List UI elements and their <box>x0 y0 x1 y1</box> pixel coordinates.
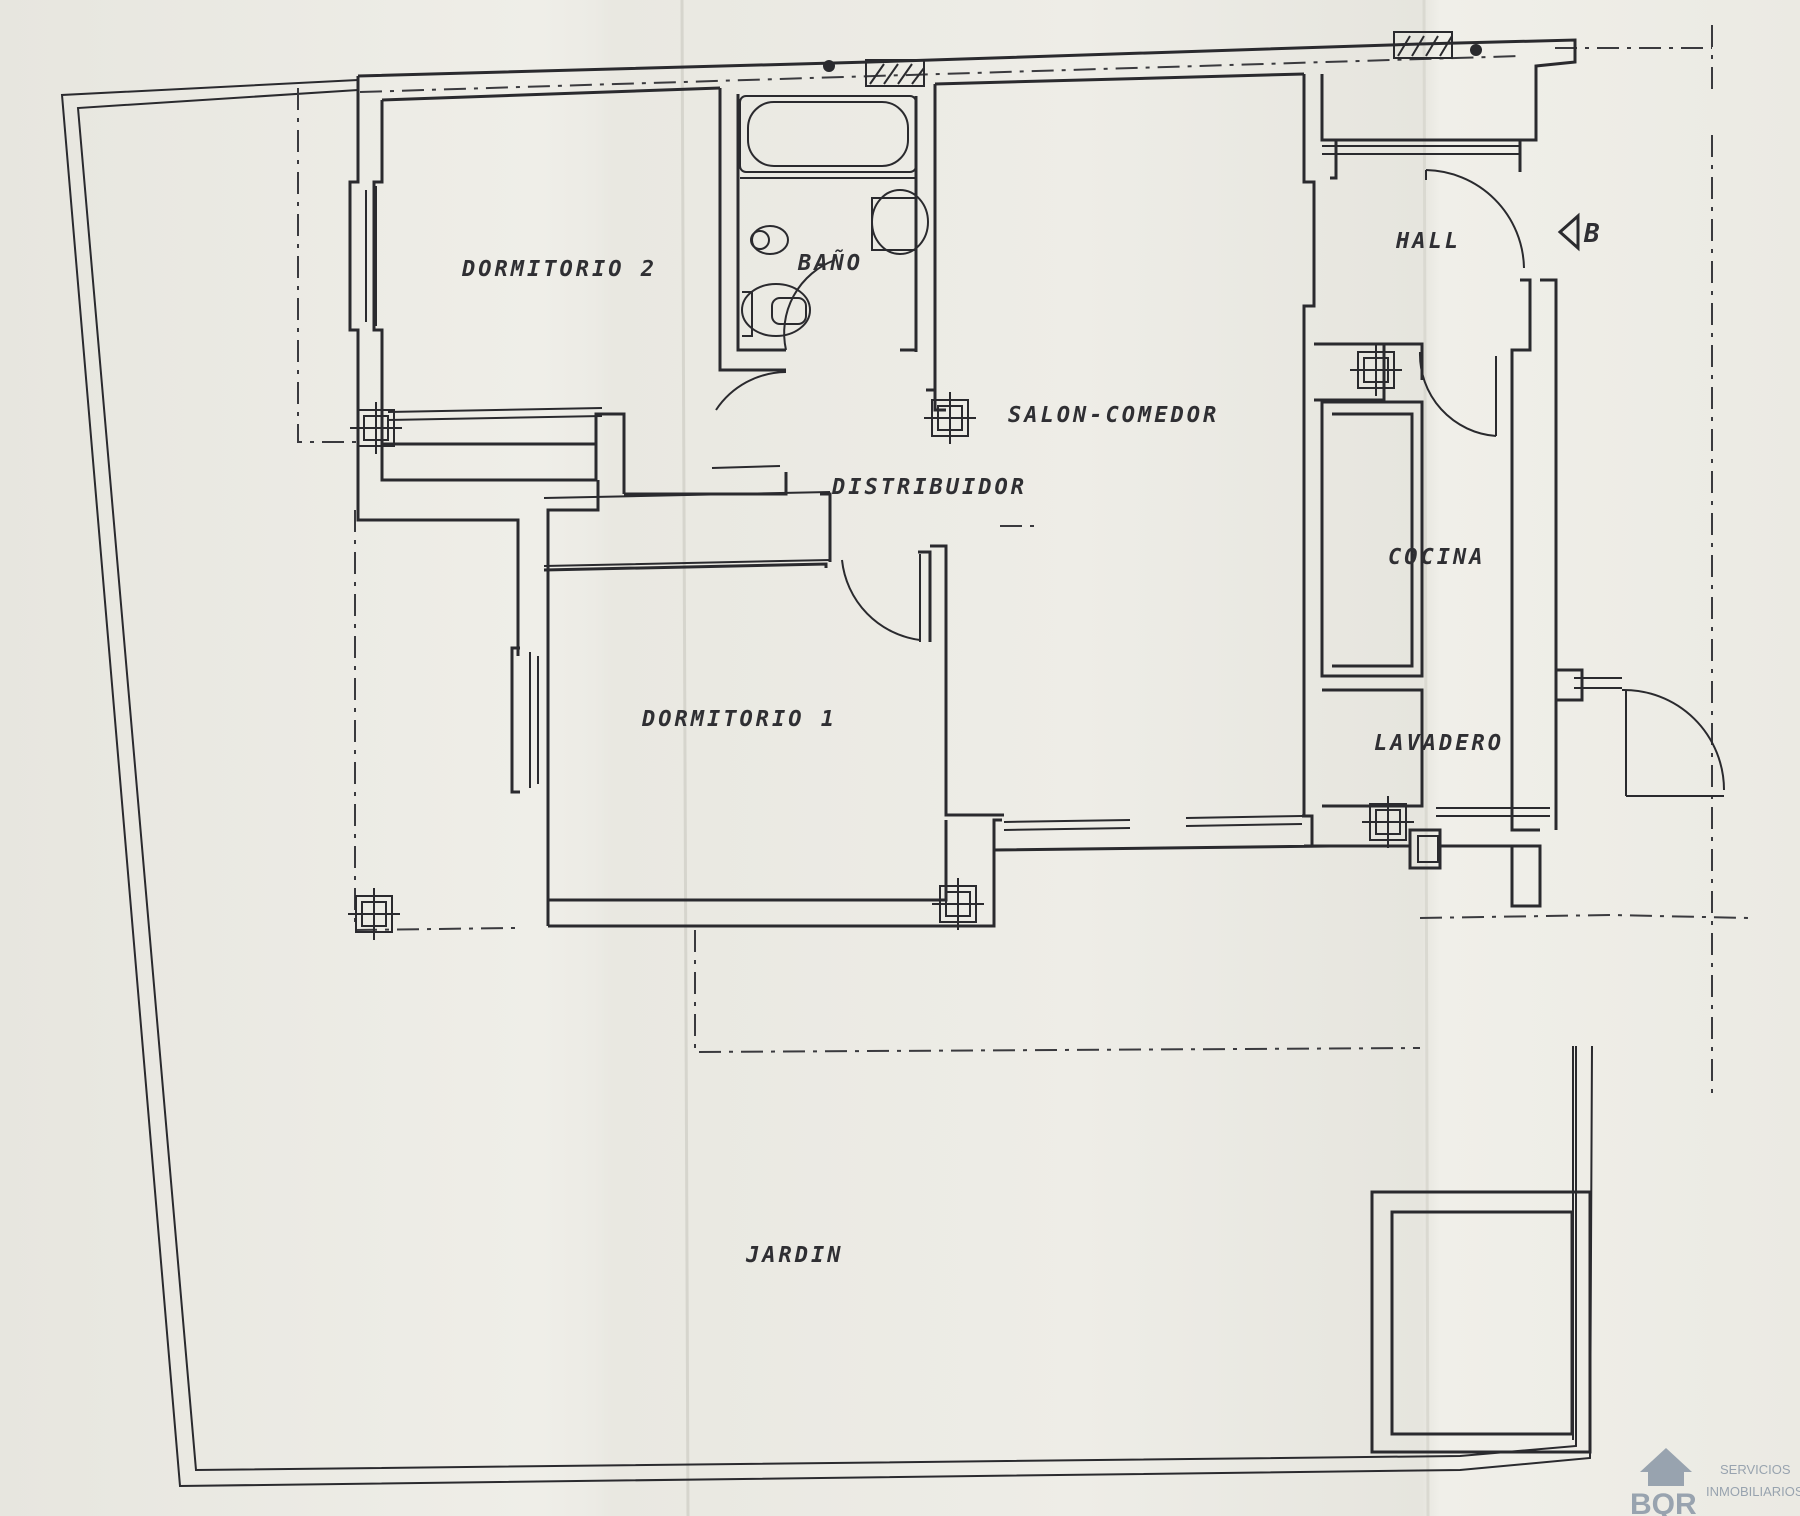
label-dormitorio-2: DORMITORIO 2 <box>461 257 657 282</box>
house-icon <box>1640 1448 1692 1472</box>
watermark-brand: BQR <box>1630 1488 1697 1516</box>
section-mark: B <box>1557 212 1603 252</box>
label-hall: HALL <box>1395 229 1461 254</box>
north-wall <box>357 31 1577 142</box>
salon-comedor-walls <box>933 390 1331 852</box>
label-cocina: COCINA <box>1388 545 1485 570</box>
room-labels: DORMITORIO 2 BAÑO SALON-COMEDOR DISTRIBU… <box>461 229 1504 1268</box>
label-dormitorio-1: DORMITORIO 1 <box>641 707 837 732</box>
label-bano: BAÑO <box>797 250 863 276</box>
label-distribuidor: DISTRIBUIDOR <box>831 475 1027 500</box>
bathroom <box>718 84 937 392</box>
watermark-logo: BQR SERVICIOS INMOBILIARIOS <box>1630 1448 1800 1516</box>
property-lines <box>297 25 1751 1100</box>
section-label: B <box>1583 219 1603 249</box>
label-salon-comedor: SALON-COMEDOR <box>1008 403 1219 428</box>
label-jardin: JARDIN <box>745 1243 843 1268</box>
distribuidor-walls <box>543 371 1002 928</box>
column-markers <box>348 344 1414 940</box>
watermark-line2: INMOBILIARIOS <box>1706 1484 1800 1499</box>
service-rooms-walls <box>1302 74 1725 908</box>
label-lavadero: LAVADERO <box>1374 731 1504 756</box>
section-arrow-icon <box>1557 212 1580 252</box>
watermark-line1: SERVICIOS <box>1720 1462 1791 1477</box>
dormitorio-2-walls <box>348 76 626 656</box>
paper-folds <box>680 0 1430 1516</box>
garden-boundary <box>60 79 1593 1488</box>
garden-structure <box>1370 1190 1592 1454</box>
